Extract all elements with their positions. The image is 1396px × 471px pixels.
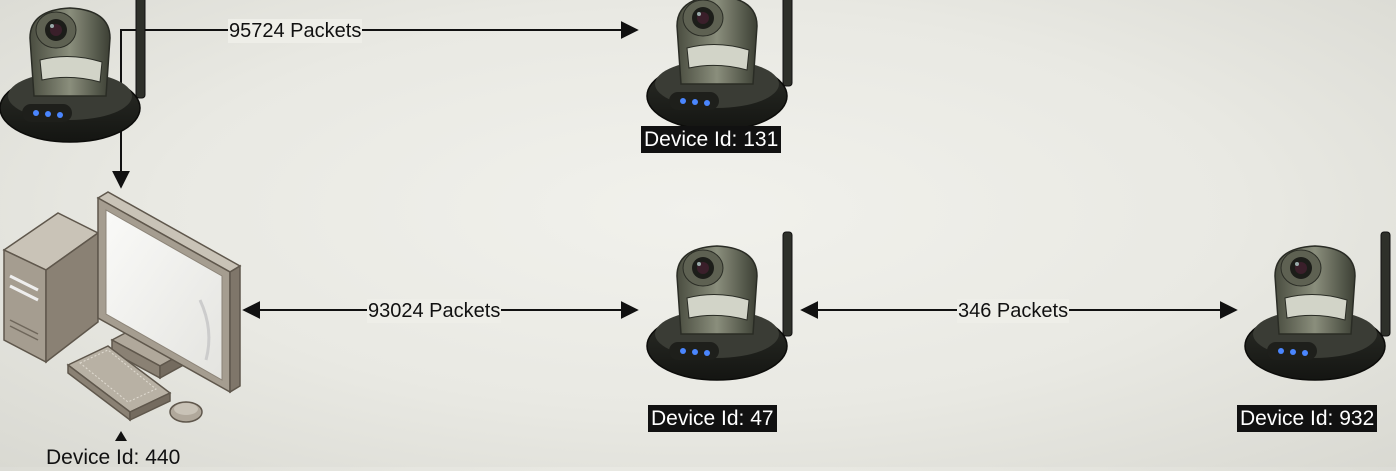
link-label-pc-to-47: 93024 Packets	[367, 299, 502, 323]
pc-label-pointer	[115, 431, 127, 441]
link-label-47-to-932: 346 Packets	[957, 299, 1070, 323]
device-label-932: Device Id: 932	[1237, 405, 1378, 432]
link-label-pc-to-131: 95724 Packets	[228, 19, 363, 43]
desktop-computer-icon	[2, 191, 242, 423]
link-pc-to-131	[112, 21, 639, 189]
device-label-440: Device Id: 440	[46, 446, 181, 469]
device-label-47: Device Id: 47	[648, 405, 777, 432]
ip-camera-icon	[0, 0, 146, 143]
device-label-131: Device Id: 131	[641, 126, 782, 153]
